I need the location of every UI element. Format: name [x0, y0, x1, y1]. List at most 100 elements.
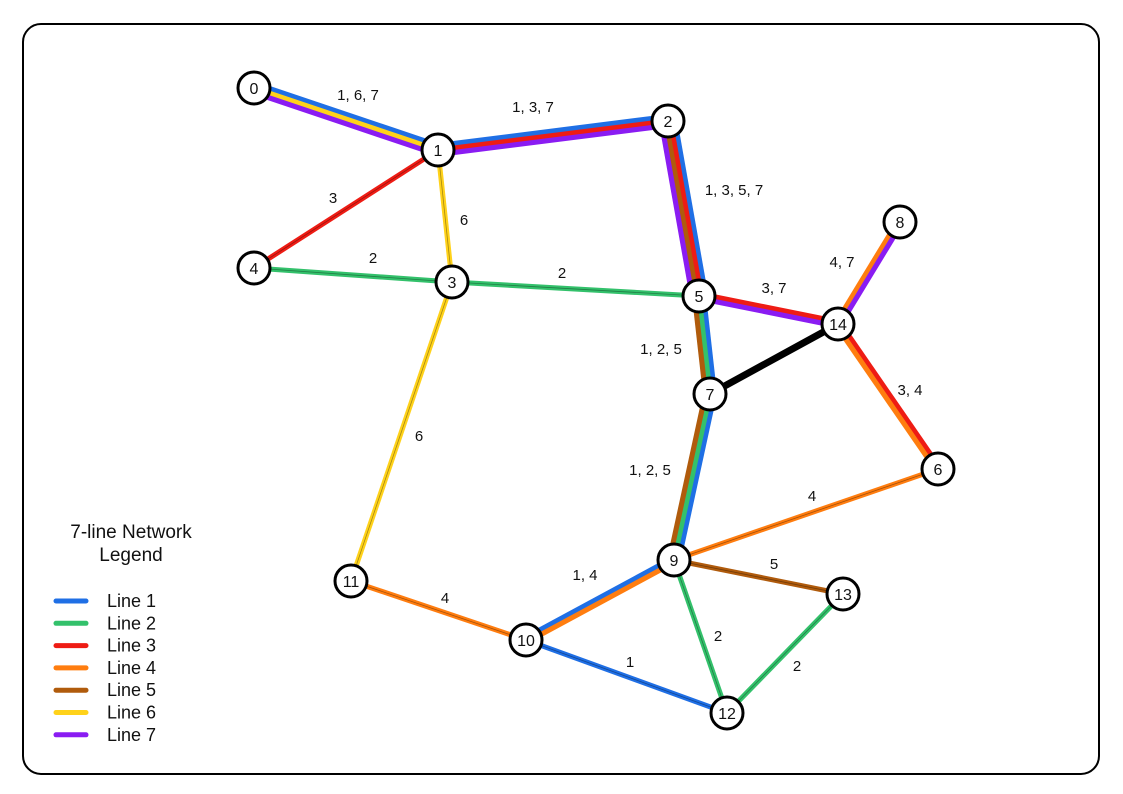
- edges-layer: [251, 81, 942, 716]
- station-0[interactable]: 0: [236, 70, 272, 106]
- station-9[interactable]: 9: [656, 542, 692, 578]
- legend-item-line-5: Line 5: [53, 680, 156, 700]
- station-label: 14: [829, 317, 847, 334]
- edge-14-8: [833, 219, 905, 327]
- station-label: 5: [695, 289, 704, 306]
- station-1[interactable]: 1: [420, 132, 456, 168]
- station-circle: [692, 376, 728, 412]
- station-label: 12: [718, 706, 736, 723]
- edge-label-10-9: 1, 4: [572, 567, 597, 584]
- station-circle: [508, 622, 544, 658]
- edge-label-9-12: 2: [714, 628, 722, 645]
- station-6[interactable]: 6: [920, 451, 956, 487]
- line-1-segment: [437, 114, 668, 149]
- edge-3-5: [451, 279, 700, 299]
- edge-7-14: [706, 320, 842, 398]
- line-2-segment: [671, 559, 730, 714]
- station-12[interactable]: 12: [709, 695, 745, 731]
- station-circle: [681, 278, 717, 314]
- station-circle: [709, 695, 745, 731]
- edge-13-12: [725, 592, 845, 715]
- edge-label-5-7: 1, 2, 5: [640, 341, 682, 358]
- legend-item-line-2: Line 2: [53, 613, 156, 633]
- station-label: 4: [250, 261, 259, 278]
- line-2-segment: [725, 592, 845, 715]
- station-11[interactable]: 11: [333, 563, 369, 599]
- legend-label: Line 6: [107, 703, 156, 723]
- line-3-segment: [698, 291, 839, 325]
- legend-label: Line 7: [107, 725, 156, 745]
- station-14[interactable]: 14: [820, 306, 856, 342]
- station-label: 6: [934, 462, 943, 479]
- station-2[interactable]: 2: [650, 103, 686, 139]
- station-circle: [882, 204, 918, 240]
- line-2-segment: [451, 279, 700, 299]
- edge-0-1: [251, 81, 441, 157]
- station-label: 8: [896, 215, 905, 232]
- legend-label: Line 4: [107, 658, 156, 678]
- station-4[interactable]: 4: [236, 250, 272, 286]
- line-3-segment: [667, 120, 704, 297]
- edge-label-10-12: 1: [626, 654, 634, 671]
- segment-border: [437, 149, 453, 283]
- edge-2-5: [658, 119, 709, 298]
- edge-10-12: [525, 637, 728, 716]
- line-3-segment: [837, 321, 942, 470]
- station-circle: [434, 264, 470, 300]
- line-1-segment: [675, 394, 717, 562]
- line-1-segment: [254, 81, 441, 149]
- line-5-segment: [667, 392, 709, 560]
- legend-item-line-1: Line 1: [53, 591, 156, 611]
- line-7-segment: [251, 89, 438, 157]
- line-4-segment: [350, 578, 527, 643]
- station-13[interactable]: 13: [825, 576, 861, 612]
- legend-item-line-6: Line 6: [53, 703, 156, 723]
- station-circle: [236, 70, 272, 106]
- transfer-link-7-14: [706, 320, 842, 398]
- edge-11-10: [350, 578, 527, 643]
- edge-14-6: [834, 321, 942, 472]
- station-8[interactable]: 8: [882, 204, 918, 240]
- line-1-segment: [525, 637, 728, 716]
- line-2-segment: [671, 393, 713, 561]
- line-2-segment: [253, 265, 453, 285]
- edge-label-1-2: 1, 3, 7: [512, 99, 554, 116]
- edge-label-2-5: 1, 3, 5, 7: [705, 182, 763, 199]
- edge-4-3: [253, 265, 453, 285]
- legend-item-line-3: Line 3: [53, 636, 156, 656]
- line-7-segment: [658, 121, 695, 298]
- line-5-segment: [673, 557, 844, 597]
- edge-3-11: [348, 281, 455, 582]
- line-7-segment: [698, 295, 839, 329]
- edge-1-3: [435, 149, 455, 283]
- edge-7-9: [667, 392, 717, 562]
- station-5[interactable]: 5: [681, 278, 717, 314]
- station-circle: [650, 103, 686, 139]
- line-4-segment: [525, 559, 677, 645]
- segment-border: [350, 580, 527, 641]
- edge-9-12: [671, 559, 730, 714]
- line-6-segment: [348, 281, 455, 582]
- line-7-segment: [837, 221, 905, 327]
- station-circle: [333, 563, 369, 599]
- station-10[interactable]: 10: [508, 622, 544, 658]
- station-3[interactable]: 3: [434, 264, 470, 300]
- line-6-segment: [253, 85, 439, 153]
- edge-label-7-9: 1, 2, 5: [629, 462, 671, 479]
- legend-label: Line 2: [107, 613, 156, 633]
- legend-title: 7-line Network: [70, 522, 192, 543]
- station-7[interactable]: 7: [692, 376, 728, 412]
- edge-label-1-3: 6: [460, 212, 468, 229]
- segment-border: [673, 468, 939, 561]
- line-3-segment: [252, 147, 440, 271]
- legend-item-line-7: Line 7: [53, 725, 156, 745]
- edge-label-9-13: 5: [770, 556, 778, 573]
- station-label: 3: [448, 275, 457, 292]
- edge-label-3-11: 6: [415, 428, 423, 445]
- segment-border: [451, 281, 700, 297]
- line-5-segment: [663, 120, 700, 297]
